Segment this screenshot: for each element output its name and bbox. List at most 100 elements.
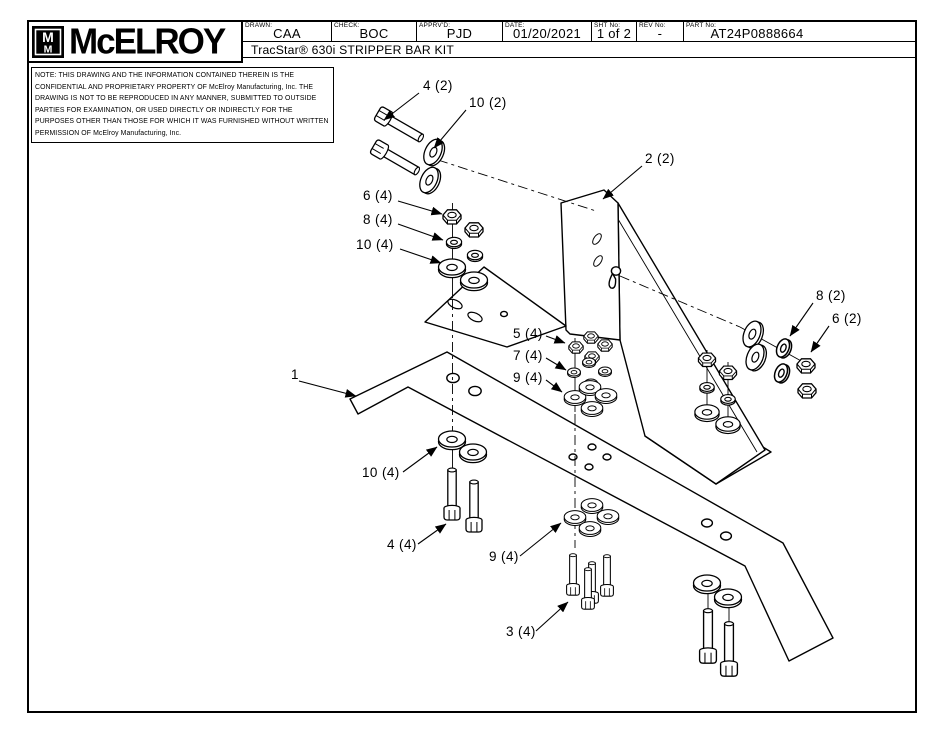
lock-washer <box>773 336 795 361</box>
leader-line <box>789 302 814 337</box>
callout-label: 8 (4) <box>363 212 393 227</box>
hex-nut <box>718 365 738 381</box>
flat-washer <box>692 574 722 595</box>
callout-label: 10 (4) <box>362 465 400 480</box>
bar-hole <box>602 453 612 461</box>
flat-washer <box>580 498 604 514</box>
callout-label: 2 (2) <box>645 151 675 166</box>
leader-line <box>545 335 566 344</box>
leader-line <box>519 522 562 557</box>
leader-line <box>397 223 444 241</box>
callout-label: 6 (4) <box>363 188 393 203</box>
leader-line <box>399 248 442 264</box>
flat-washer <box>415 163 445 198</box>
bar-hole <box>587 443 597 451</box>
callout-label: 1 <box>291 367 299 382</box>
callout-label: 5 (4) <box>513 326 543 341</box>
teardrop-tail <box>608 272 617 289</box>
flat-washer <box>594 388 618 405</box>
hex-nut <box>597 339 613 352</box>
leader-line <box>298 380 357 398</box>
hex-bolt <box>698 608 718 664</box>
hex-bolt <box>600 554 614 597</box>
leader-line <box>397 200 443 216</box>
flat-washer <box>437 258 467 279</box>
callout-label: 3 (4) <box>506 624 536 639</box>
mcelroy-monogram-icon: M M <box>32 25 64 58</box>
gusset-edge-line <box>611 208 758 453</box>
hex-bolt <box>465 479 483 533</box>
flat-washer <box>419 135 449 170</box>
callout-label: 7 (4) <box>513 348 543 363</box>
svg-text:M: M <box>44 43 53 55</box>
callout-label: 4 (4) <box>387 537 417 552</box>
field-part-number: PART No: AT24P0888664 <box>684 22 915 42</box>
leader-line <box>810 325 830 353</box>
hex-bolt <box>368 138 424 180</box>
lock-washer <box>567 367 581 379</box>
callout-label: 6 (2) <box>832 311 862 326</box>
hex-nut <box>796 358 816 374</box>
hex-bolt <box>566 553 580 596</box>
field-check: CHECK: BOC <box>332 22 417 42</box>
leader-line <box>433 109 467 149</box>
bar-hole <box>584 463 594 471</box>
field-date: DATE: 01/20/2021 <box>503 22 592 42</box>
hex-nut <box>797 383 817 399</box>
stripper-bar-part-1 <box>349 351 834 662</box>
field-sheet-number: SHT No: 1 of 2 <box>592 22 637 42</box>
callout-label: 9 (4) <box>489 549 519 564</box>
flange-hole <box>499 310 509 318</box>
lock-washer <box>445 236 463 250</box>
flat-washer <box>715 416 741 435</box>
hex-bolt <box>443 467 461 521</box>
hex-nut <box>568 341 584 354</box>
bracket-web <box>560 189 621 341</box>
leader-line <box>545 357 567 371</box>
lock-washer <box>582 357 596 369</box>
lock-washer <box>720 393 736 406</box>
bracket-gusset-face <box>617 202 766 485</box>
leader-line <box>417 523 447 545</box>
flat-washer <box>458 443 488 464</box>
flat-washer <box>694 404 720 423</box>
flat-washer <box>459 271 489 292</box>
mcelroy-wordmark: McELROY <box>69 20 226 62</box>
flat-washer <box>578 521 602 537</box>
callout-label: 4 (2) <box>423 78 453 93</box>
leader-line <box>402 446 438 473</box>
flat-washer <box>580 401 604 418</box>
bracket-flange <box>424 266 567 348</box>
hex-nut <box>464 222 484 238</box>
hex-nut <box>442 209 462 225</box>
callout-label: 10 (2) <box>469 95 507 110</box>
field-rev-number: REV No: - <box>637 22 684 42</box>
hex-bolt <box>719 621 739 677</box>
lock-washer <box>699 381 715 394</box>
lock-washer <box>771 361 793 386</box>
leader-line <box>383 92 420 121</box>
title-block-fields: DRAWN: CAA CHECK: BOC APPRV'D: PJD DATE:… <box>243 22 915 42</box>
bar-hole <box>568 453 578 461</box>
callout-label: 10 (4) <box>356 237 394 252</box>
field-apprvd: APPRV'D: PJD <box>417 22 503 42</box>
svg-text:M: M <box>42 29 54 45</box>
hex-bolt <box>372 105 428 147</box>
bar-hole <box>700 518 714 528</box>
callout-label: 8 (2) <box>816 288 846 303</box>
leader-line <box>535 601 569 632</box>
hex-nut <box>583 331 599 344</box>
bar-hole <box>468 385 482 397</box>
callout-layer: 4 (2) 10 (2) 2 (2) 6 (4) 8 (4) 10 (4) 5 (4) 7 (… <box>291 78 862 639</box>
title-block-logo-cell: M M McELROY <box>29 22 243 63</box>
drawing-title: TracStar® 630i STRIPPER BAR KIT <box>243 42 915 58</box>
lock-washer <box>466 249 484 263</box>
lock-washer <box>598 366 612 378</box>
leader-line <box>602 165 643 200</box>
field-drawn: DRAWN: CAA <box>243 22 332 42</box>
flat-washer <box>713 588 743 609</box>
flat-washer <box>437 430 467 451</box>
bar-hole <box>719 531 733 541</box>
